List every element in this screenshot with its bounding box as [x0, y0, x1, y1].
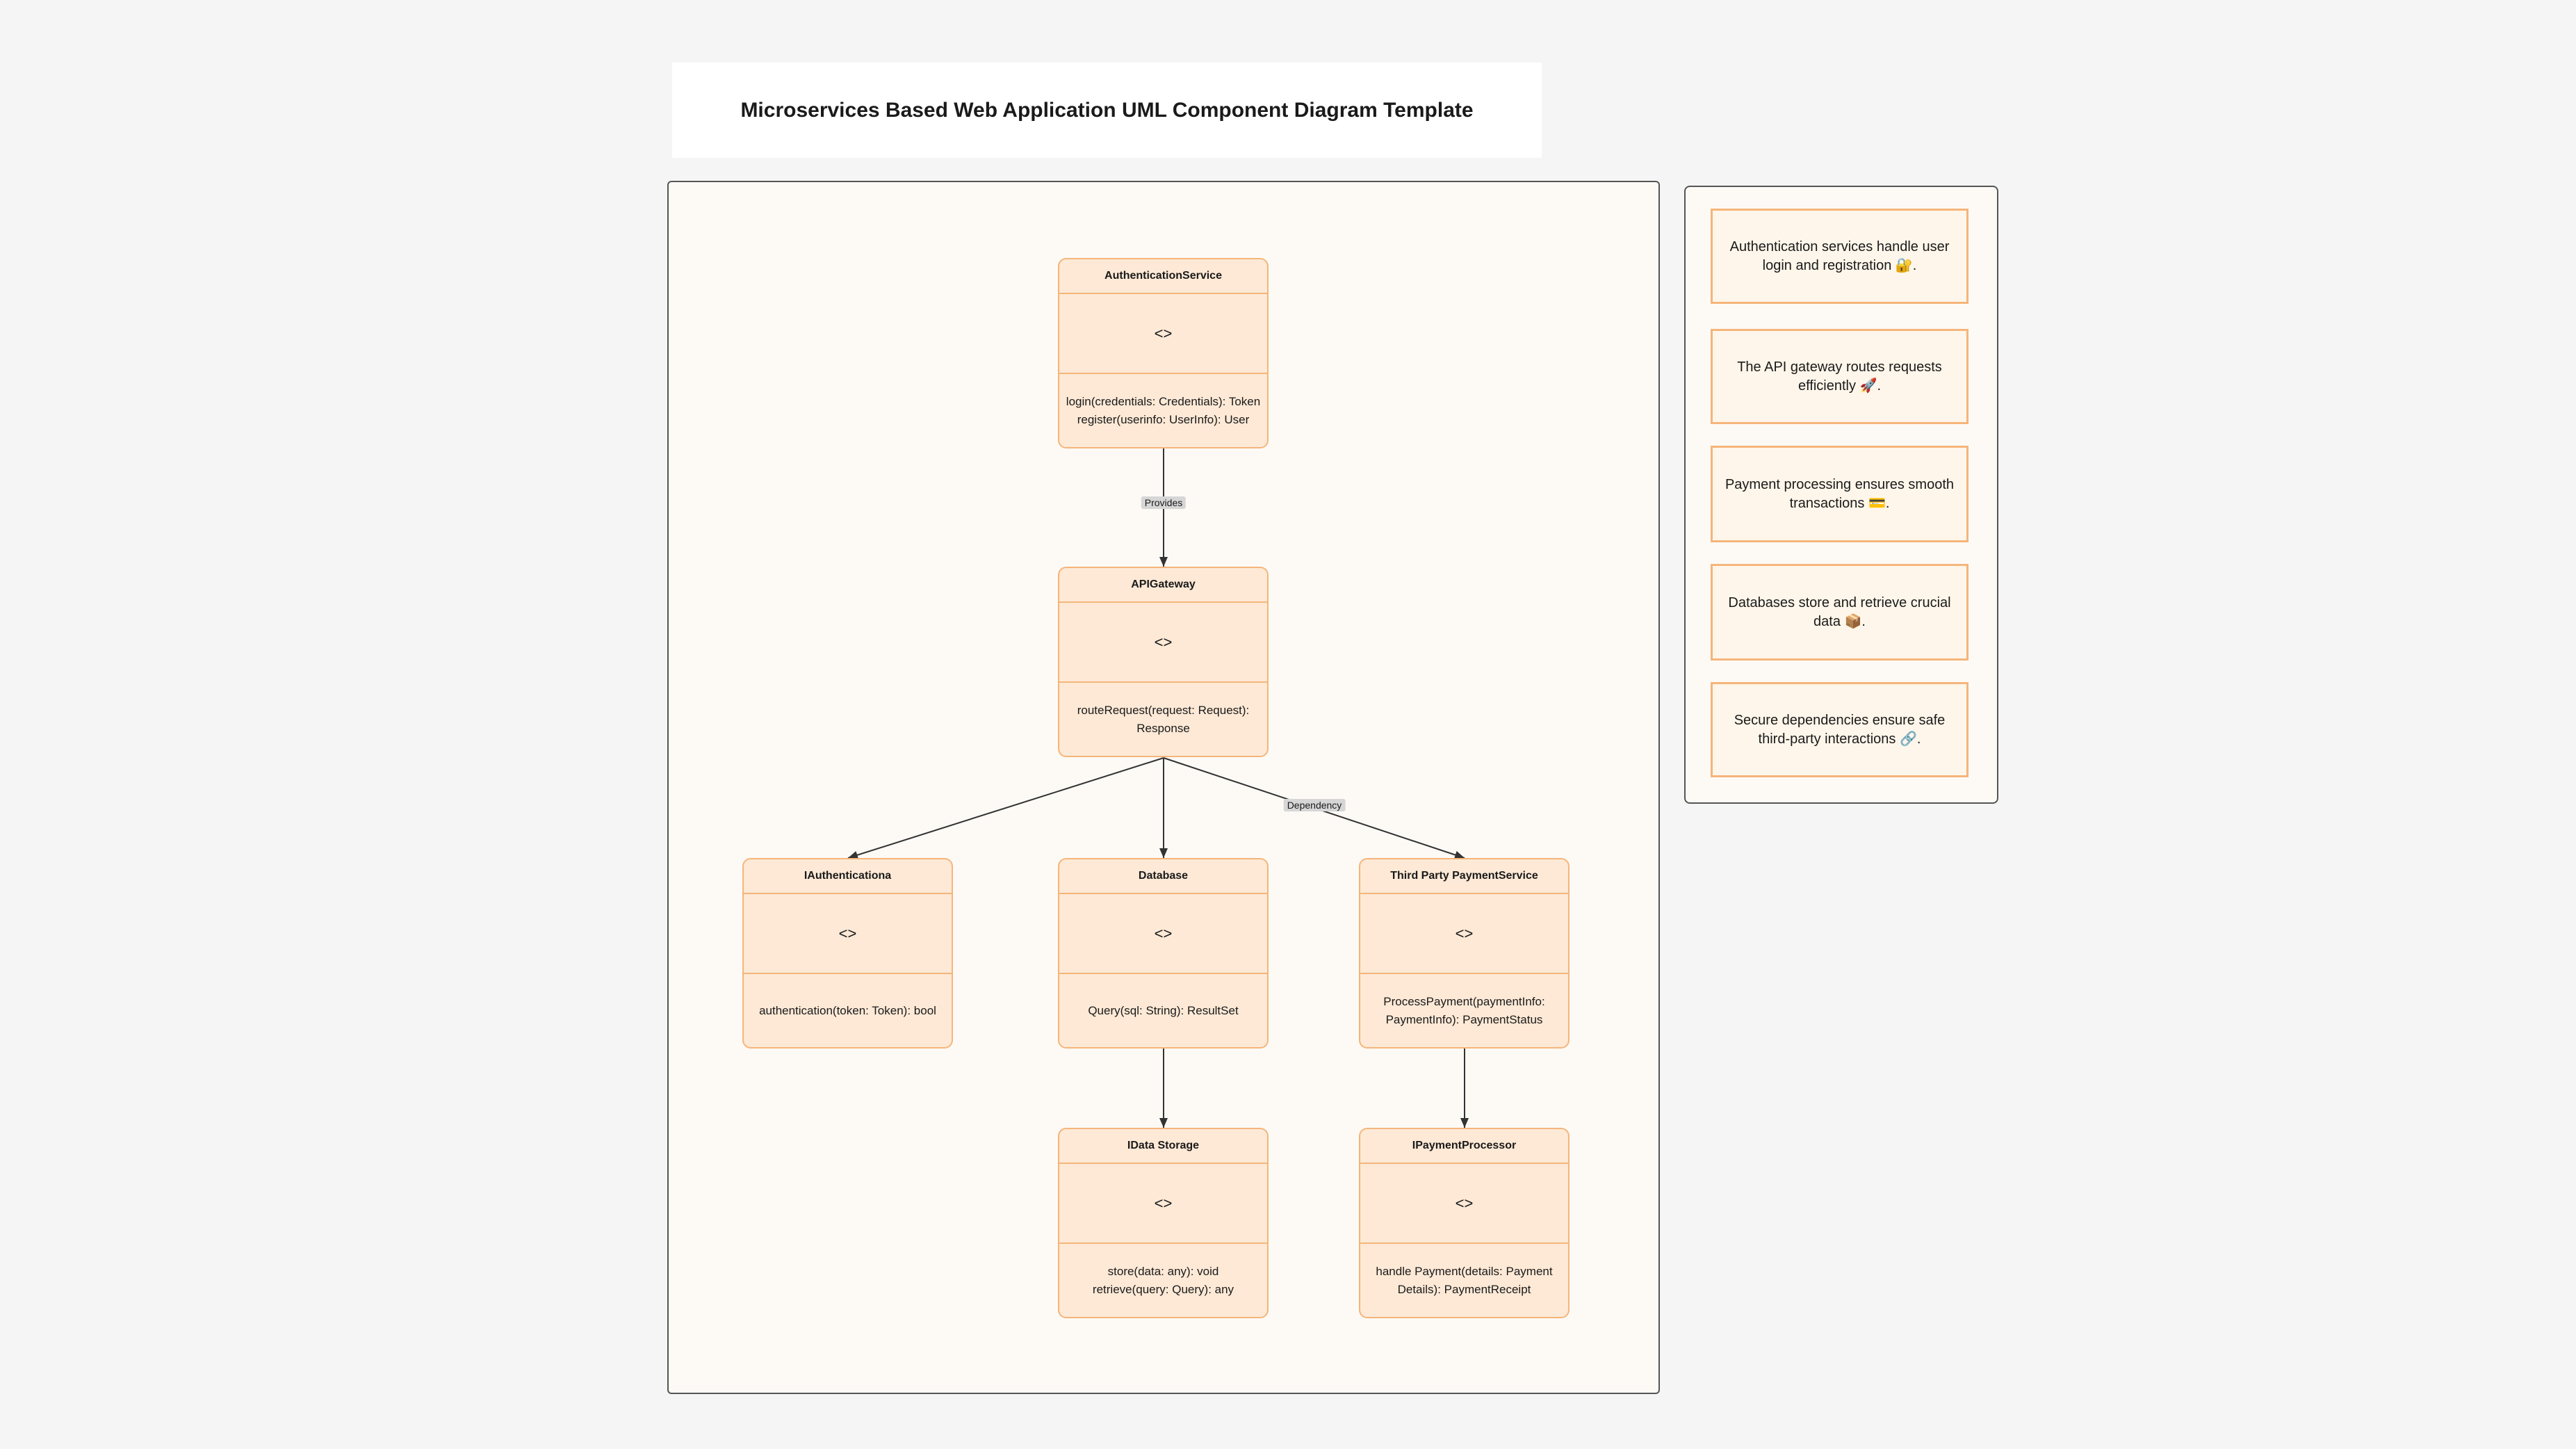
component-operation: Response: [1136, 721, 1190, 735]
component-storage[interactable]: IData Storage <> store(data: any): void r…: [1058, 1128, 1269, 1318]
component-processor[interactable]: IPaymentProcessor <> handle Payment(deta…: [1359, 1128, 1570, 1318]
note-database: Databases store and retrieve crucial dat…: [1711, 564, 1968, 661]
diagram-title-box: Microservices Based Web Application UML …: [672, 63, 1542, 158]
component-stereotype: <>: [744, 894, 952, 974]
note-dependencies: Secure dependencies ensure safe third-pa…: [1711, 682, 1968, 777]
component-name: IAuthenticationa: [744, 859, 952, 894]
diagram-title: Microservices Based Web Application UML …: [740, 98, 1474, 122]
component-name: IPaymentProcessor: [1360, 1129, 1568, 1164]
component-auth[interactable]: AuthenticationService <> login(credentia…: [1058, 258, 1269, 448]
component-name: APIGateway: [1059, 568, 1267, 603]
component-gateway[interactable]: APIGateway <> routeRequest(request: Requ…: [1058, 567, 1269, 757]
component-payment[interactable]: Third Party PaymentService <> ProcessPay…: [1359, 858, 1570, 1049]
component-stereotype: <>: [1059, 603, 1267, 683]
component-name: Third Party PaymentService: [1360, 859, 1568, 894]
component-stereotype: <>: [1059, 894, 1267, 974]
component-operation: login(credentials: Credentials): Token: [1066, 394, 1261, 408]
note-payment: Payment processing ensures smooth transa…: [1711, 446, 1968, 542]
component-stereotype: <>: [1360, 1164, 1568, 1244]
component-operation: store(data: any): void: [1107, 1264, 1219, 1278]
component-operation: register(userinfo: UserInfo): User: [1077, 412, 1250, 426]
component-name: IData Storage: [1059, 1129, 1267, 1164]
component-operations: authentication(token: Token): bool: [744, 974, 952, 1047]
component-operations: login(credentials: Credentials): Token re…: [1059, 374, 1267, 447]
edge-label-dependency: Dependency: [1283, 799, 1346, 811]
component-iauth[interactable]: IAuthenticationa <> authentication(token…: [742, 858, 953, 1049]
component-name: Database: [1059, 859, 1267, 894]
component-operations: routeRequest(request: Request): Response: [1059, 683, 1267, 756]
component-operation: retrieve(query: Query): any: [1092, 1282, 1234, 1296]
component-stereotype: <>: [1360, 894, 1568, 974]
component-operations: ProcessPayment(paymentInfo: PaymentInfo):…: [1360, 974, 1568, 1047]
component-operation: PaymentInfo): PaymentStatus: [1385, 1012, 1543, 1026]
component-stereotype: <>: [1059, 294, 1267, 374]
component-operation: Details): PaymentReceipt: [1397, 1282, 1531, 1296]
component-operation: handle Payment(details: Payment: [1376, 1264, 1553, 1278]
note-authentication: Authentication services handle user logi…: [1711, 209, 1968, 304]
edge-label-provides: Provides: [1141, 496, 1187, 509]
component-operations: Query(sql: String): ResultSet: [1059, 974, 1267, 1047]
component-db[interactable]: Database <> Query(sql: String): ResultSe…: [1058, 858, 1269, 1049]
note-api-gateway: The API gateway routes requests efficien…: [1711, 329, 1968, 424]
component-name: AuthenticationService: [1059, 259, 1267, 294]
component-operation: routeRequest(request: Request):: [1077, 703, 1250, 717]
component-operations: store(data: any): void retrieve(query: Qu…: [1059, 1244, 1267, 1317]
component-operation: Query(sql: String): ResultSet: [1088, 1003, 1239, 1017]
component-stereotype: <>: [1059, 1164, 1267, 1244]
component-operation: ProcessPayment(paymentInfo:: [1383, 994, 1545, 1008]
component-operation: authentication(token: Token): bool: [759, 1003, 936, 1017]
